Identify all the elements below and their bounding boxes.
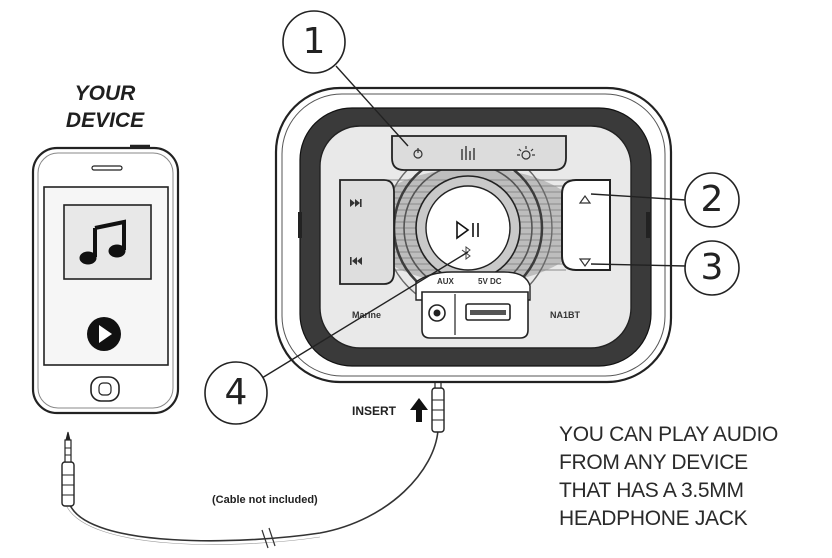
info-line: YOU CAN PLAY AUDIO xyxy=(559,423,779,446)
skip-buttons-left xyxy=(339,179,395,285)
info-text: YOU CAN PLAY AUDIO FROM ANY DEVICE THAT … xyxy=(559,421,829,533)
callout-3-number: 3 xyxy=(700,247,724,288)
info-line: FROM ANY DEVICE xyxy=(559,451,748,474)
brand-label-left: Marine xyxy=(352,310,381,320)
callout-4-number: 4 xyxy=(224,372,248,413)
callout-4-circle xyxy=(204,361,268,425)
aux-port-icon xyxy=(428,304,446,322)
audio-cable xyxy=(65,429,439,549)
play-pause-icon xyxy=(456,220,479,240)
info-line: HEADPHONE JACK xyxy=(559,507,748,530)
phone-device xyxy=(31,144,180,415)
volume-up-icon xyxy=(578,194,592,204)
skip-forward-icon xyxy=(350,199,362,207)
device-title-line2: DEVICE xyxy=(65,109,145,132)
info-line: THAT HAS A 3.5MM xyxy=(559,479,744,502)
music-note-icon xyxy=(79,219,126,265)
volume-buttons-right xyxy=(561,179,611,271)
callout-3-circle xyxy=(684,240,740,296)
skip-back-icon xyxy=(350,257,362,265)
dc-port-label: 5V DC xyxy=(478,277,502,286)
device-title-line1: YOUR xyxy=(74,82,136,105)
top-button-bar xyxy=(391,135,567,171)
callout-2-number: 2 xyxy=(700,179,724,220)
insert-label: INSERT xyxy=(352,404,397,418)
cable-note: (Cable not included) xyxy=(212,494,318,506)
play-button-icon xyxy=(87,317,121,351)
model-label-right: NA1BT xyxy=(550,310,581,320)
insert-arrow-icon xyxy=(410,398,428,422)
volume-down-icon xyxy=(578,258,592,268)
aux-port-label: AUX xyxy=(437,277,455,286)
audio-plug-left xyxy=(61,431,75,507)
callout-leaders xyxy=(261,65,687,379)
power-icon xyxy=(413,148,423,159)
usb-port-icon xyxy=(465,303,511,321)
callout-1-number: 1 xyxy=(302,21,326,62)
callout-1-circle xyxy=(282,10,346,74)
device-title: YOUR DEVICE xyxy=(40,80,170,134)
light-icon xyxy=(517,146,535,160)
equalizer-icon xyxy=(461,146,475,160)
callout-2-circle xyxy=(684,172,740,228)
